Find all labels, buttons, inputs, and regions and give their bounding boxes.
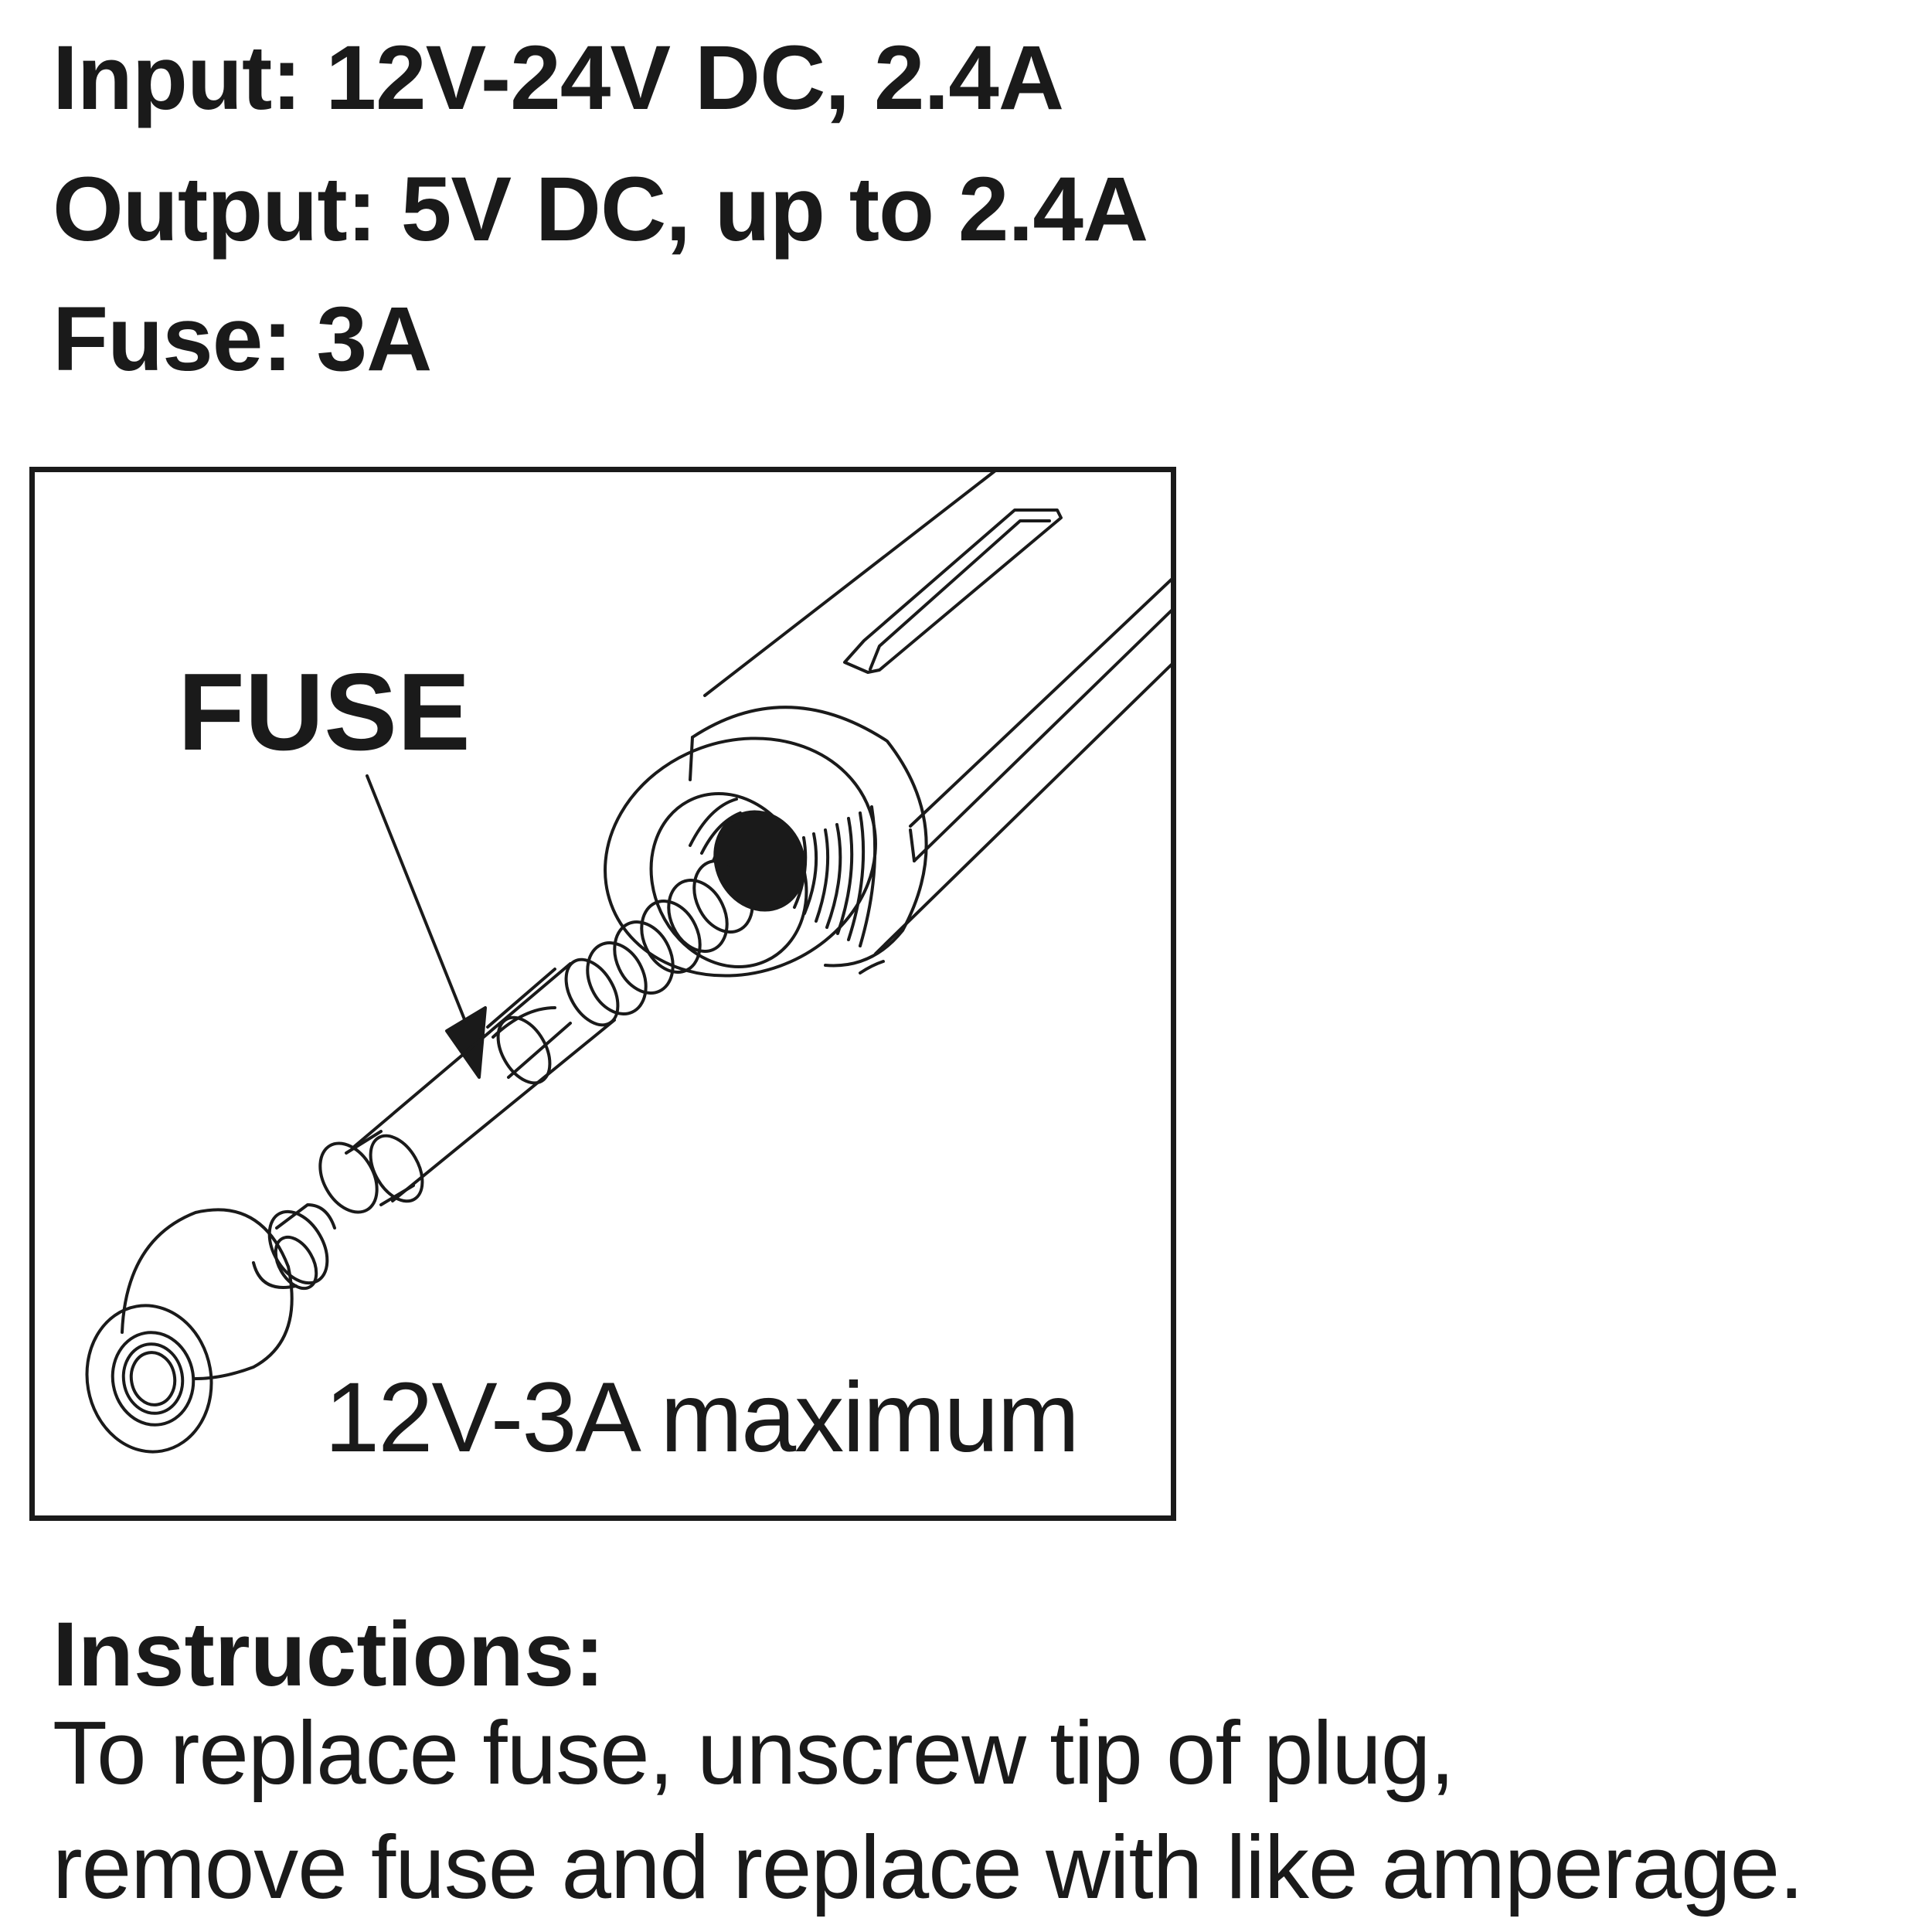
output-spec: Output: 5V DC, up to 2.4A [53,158,1148,260]
plug-body [703,469,1176,975]
threaded-collar [604,706,928,978]
fuse-callout-label: FUSE [178,651,471,774]
fuse-diagram-frame: FUSE 12V-3A maximum [29,467,1176,1521]
fuse-spec: Fuse: 3A [53,288,432,390]
fuse-arrow [366,774,487,1079]
spring [586,859,754,1015]
instructions-heading: Instructions: [53,1604,605,1706]
instructions-line-1: To replace fuse, unscrew tip of plug, [53,1702,1455,1803]
plug-pin [252,1203,336,1291]
plug-body-ridge [843,509,1063,674]
instructions-line-2: remove fuse and replace with like ampera… [53,1817,1804,1917]
fuse-rating-label: 12V-3A maximum [325,1362,1080,1473]
fuse-diagram-illustration [85,469,1176,1454]
input-spec: Input: 12V-24V DC, 2.4A [53,27,1064,129]
glass-fuse [318,957,620,1214]
tip-cap [85,1208,294,1454]
